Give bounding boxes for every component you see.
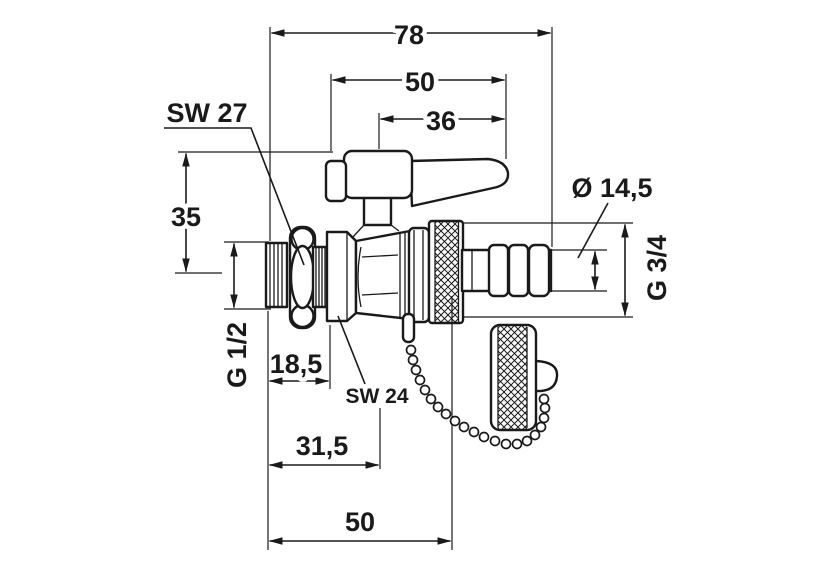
callout-sw24: SW 24 bbox=[337, 315, 412, 412]
label-g12: G 1/2 bbox=[222, 322, 252, 388]
dim-nozzle-diameter: Ø 14,5 bbox=[552, 169, 657, 292]
inlet-thread bbox=[264, 241, 289, 309]
dim-78-label: 78 bbox=[394, 20, 424, 50]
dim-315-label: 31,5 bbox=[296, 431, 349, 461]
dimensions: 78 50 36 35 G 1/2 18 bbox=[162, 16, 677, 550]
dim-inlet-thread: G 1/2 bbox=[218, 241, 271, 393]
dim-185-label: 18,5 bbox=[270, 349, 323, 379]
washer-stack bbox=[311, 245, 329, 309]
hose-barb bbox=[460, 243, 553, 298]
dim-inlet-to-axis: 31,5 bbox=[268, 408, 381, 469]
dim-outlet-thread: G 3/4 bbox=[462, 222, 677, 318]
union-nut bbox=[325, 230, 358, 323]
valve-stem bbox=[351, 194, 400, 239]
callout-sw27: SW 27 bbox=[162, 94, 305, 266]
chain-anchor bbox=[401, 312, 416, 344]
dim-dia145-label: Ø 14,5 bbox=[571, 173, 652, 203]
dim-overall-width: 78 bbox=[269, 16, 553, 247]
dim-50-top-label: 50 bbox=[405, 67, 435, 97]
handle-hub bbox=[342, 149, 414, 200]
valve-handle bbox=[324, 149, 510, 208]
dim-inlet-to-capnut: 50 bbox=[267, 296, 453, 550]
dim-inlet-to-union: 18,5 bbox=[265, 325, 331, 389]
label-sw24: SW 24 bbox=[345, 385, 408, 408]
knurled-cap-nut bbox=[427, 219, 465, 325]
valve-body bbox=[354, 229, 412, 321]
dim-height-above-axis: 35 bbox=[166, 151, 333, 274]
dim-lever-length: 36 bbox=[378, 102, 506, 149]
dim-handle-width: 50 bbox=[330, 63, 507, 159]
dim-35-label: 35 bbox=[171, 202, 201, 232]
label-g34: G 3/4 bbox=[642, 235, 672, 301]
chain-links bbox=[405, 344, 551, 450]
handle-lever bbox=[408, 157, 510, 208]
dust-cap bbox=[489, 323, 559, 432]
dim-50-bottom-label: 50 bbox=[345, 507, 375, 537]
handle-end-block bbox=[324, 159, 348, 203]
label-sw27: SW 27 bbox=[166, 98, 247, 128]
outlet-collar bbox=[407, 226, 431, 324]
valve-assembly bbox=[264, 149, 553, 330]
dim-36-label: 36 bbox=[426, 106, 456, 136]
cap-tab bbox=[535, 359, 559, 393]
inlet-hex-nut bbox=[288, 225, 317, 330]
cap-chain bbox=[401, 312, 559, 450]
